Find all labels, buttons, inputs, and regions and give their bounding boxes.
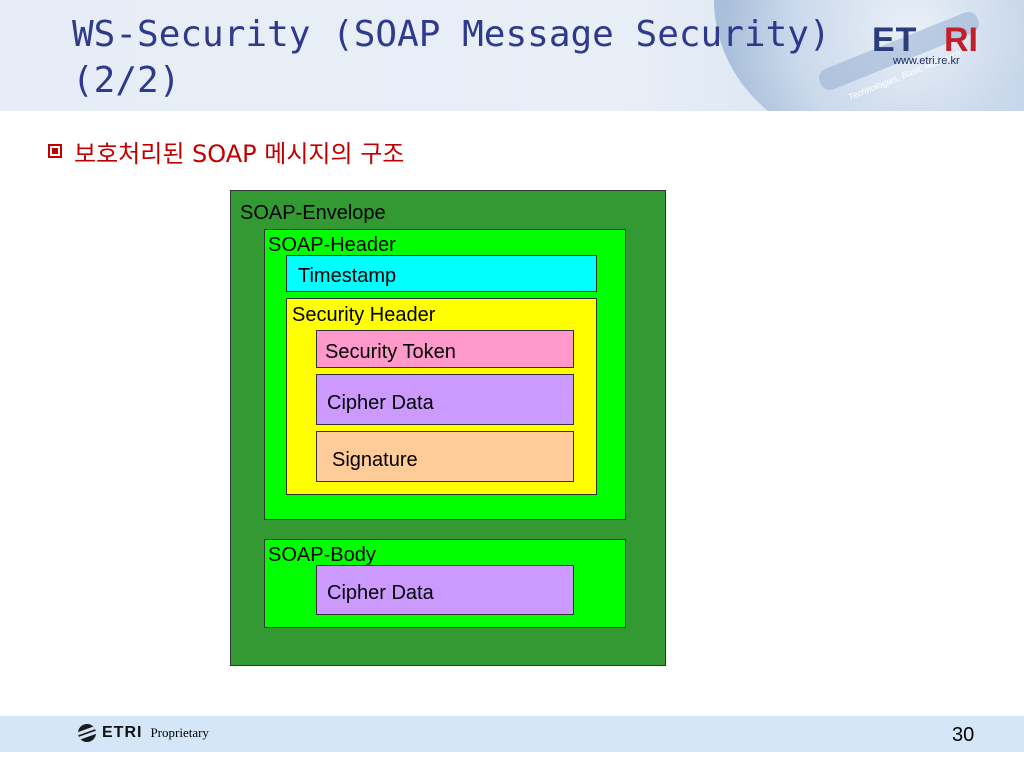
page-number: 30 [952, 724, 975, 746]
etri-url: www.etri.re.kr [893, 55, 960, 67]
footer-org: ETRI [102, 724, 143, 741]
security-token-box [316, 330, 574, 368]
security-token-label: Security Token [325, 341, 456, 363]
bullet-text: 보호처리된 SOAP 메시지의 구조 [74, 139, 405, 168]
cipher-data-label: Cipher Data [327, 392, 434, 414]
timestamp-box [286, 255, 597, 292]
soap-body-label: SOAP-Body [268, 544, 376, 566]
security-header-label: Security Header [292, 304, 436, 326]
footer-bar [0, 716, 1024, 752]
body-cipher-data-box [316, 565, 574, 615]
signature-label: Signature [332, 449, 418, 471]
cipher-data-box [316, 374, 574, 425]
etri-logo-ri: RI [944, 21, 978, 59]
globe-decoration: Technologies, Basic Research [694, 0, 1024, 111]
etri-mark-icon [78, 724, 96, 742]
signature-box [316, 431, 574, 482]
etri-logo-et: ET [872, 21, 918, 59]
body-cipher-data-label: Cipher Data [327, 582, 434, 604]
soap-header-label: SOAP-Header [268, 234, 396, 256]
timestamp-label: Timestamp [298, 265, 397, 287]
slide-title: WS-Security (SOAP Message Security) (2/2… [72, 14, 831, 101]
square-bullet-icon [48, 144, 62, 158]
bullet-item: 보호처리된 SOAP 메시지의 구조 [48, 136, 405, 168]
footer-logo: ETRI Proprietary [78, 722, 209, 744]
soap-envelope-label: SOAP-Envelope [240, 202, 386, 224]
footer-proprietary: Proprietary [150, 725, 209, 740]
